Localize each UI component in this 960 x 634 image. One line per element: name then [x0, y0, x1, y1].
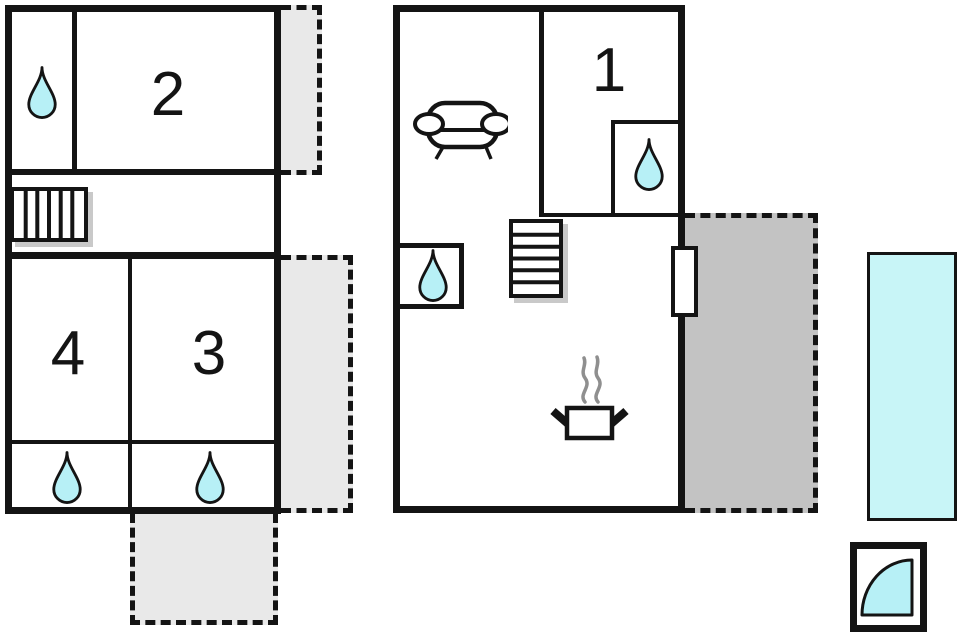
room-label-1: 1: [591, 36, 627, 105]
pool: [867, 252, 957, 521]
terrace-area: [281, 5, 322, 175]
water-drop-icon: [634, 138, 664, 191]
room-label-4: 4: [50, 319, 86, 388]
interior-wall: [12, 169, 274, 175]
door-icon: [671, 246, 698, 317]
interior-wall: [539, 12, 544, 217]
water-drop-icon: [418, 249, 448, 302]
interior-wall: [539, 213, 685, 217]
interior-wall: [72, 12, 77, 173]
interior-wall: [12, 252, 274, 259]
interior-wall: [611, 120, 615, 213]
water-drop-icon: [195, 451, 225, 504]
stairs-icon: [509, 219, 563, 298]
door-swing-icon: [850, 542, 927, 632]
interior-wall: [611, 120, 678, 124]
water-drop-icon: [52, 451, 82, 504]
terrace-area: [130, 513, 278, 625]
terrace-area: [281, 255, 353, 513]
water-drop-icon: [27, 66, 57, 119]
room-label-2: 2: [150, 60, 186, 129]
stairs-icon: [10, 187, 88, 242]
terrace-area-dark: [685, 213, 818, 513]
room-label-3: 3: [191, 319, 227, 388]
interior-wall: [12, 440, 274, 444]
sofa-icon: [413, 100, 508, 160]
interior-wall: [128, 259, 132, 507]
stove-pot-icon: [550, 355, 629, 441]
